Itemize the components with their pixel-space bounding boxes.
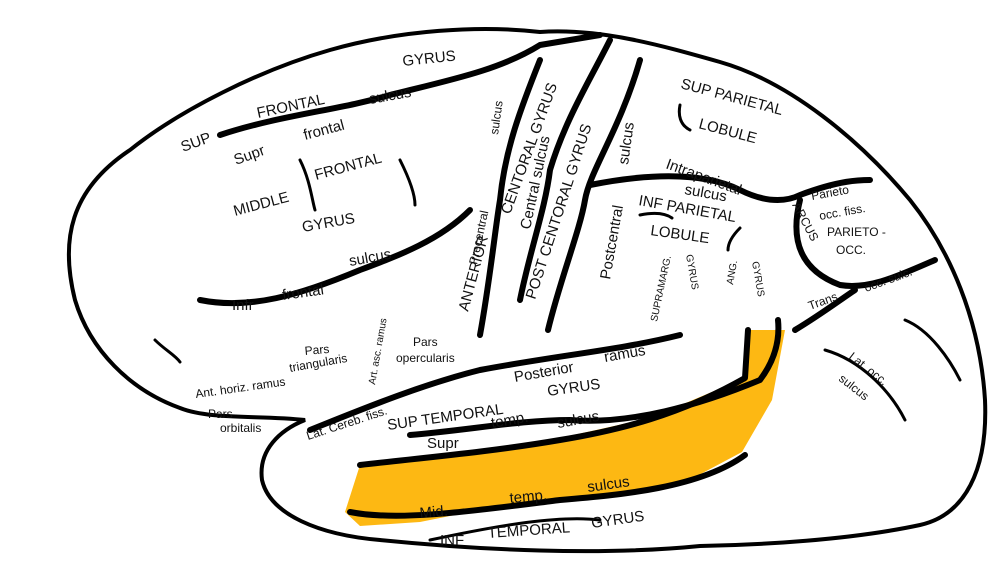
label: Mid.: [419, 503, 449, 522]
label: Pars: [413, 335, 438, 349]
middle-temporal-gyrus-highlight: [345, 330, 785, 526]
label: Parieto: [810, 183, 850, 203]
label: Pars: [304, 342, 330, 358]
label: OCC.: [836, 243, 866, 257]
label: Supr: [427, 435, 459, 452]
label: PARIETO -: [827, 225, 886, 239]
label: GYRUS: [402, 47, 457, 69]
label: sulcus: [615, 121, 638, 165]
label: sulcus: [586, 473, 630, 496]
label: temp.: [509, 487, 548, 507]
label: Infr: [232, 297, 254, 314]
label: TEMPORAL: [487, 519, 571, 542]
label: orbitalis: [220, 421, 261, 435]
label: temp.: [490, 409, 530, 432]
label: opercularis: [396, 351, 455, 365]
label: ramus: [603, 342, 647, 366]
label: sulcus: [487, 100, 506, 136]
label: ANG.: [725, 260, 740, 286]
label: frontal: [281, 281, 325, 304]
label: INF: [440, 532, 464, 549]
sulci: [153, 32, 962, 542]
label: Pars: [208, 407, 233, 421]
